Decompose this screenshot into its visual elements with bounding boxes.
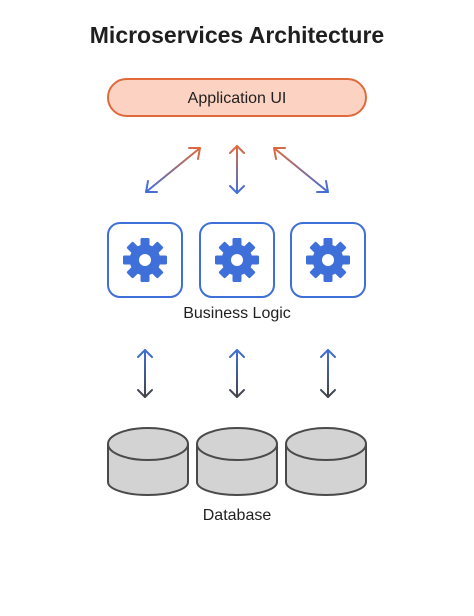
service-card (290, 222, 366, 298)
application-ui-pill (107, 78, 367, 117)
logic-to-database-arrows (137, 349, 336, 398)
databases (107, 427, 367, 496)
business-logic-services (107, 222, 366, 298)
database-cylinder-icon (196, 427, 278, 496)
double-arrow-icon (273, 147, 329, 193)
double-arrow-icon (137, 349, 153, 398)
gear-icon (306, 238, 350, 282)
diagram-title: Microservices Architecture (90, 22, 384, 48)
database-label: Database (203, 507, 272, 524)
application-ui-box: Application UI (107, 78, 367, 117)
ui-to-logic-arrows (145, 145, 329, 194)
service-card (199, 222, 275, 298)
double-arrow-icon (229, 349, 245, 398)
double-arrow-icon (229, 145, 245, 194)
double-arrow-icon (320, 349, 336, 398)
database-cylinder-icon (107, 427, 189, 496)
double-arrow-icon (145, 147, 201, 193)
application-ui-label: Application UI (188, 90, 287, 107)
service-card (107, 222, 183, 298)
gear-icon (215, 238, 259, 282)
gear-icon (123, 238, 167, 282)
business-logic-label: Business Logic (183, 305, 291, 322)
database-cylinder-icon (285, 427, 367, 496)
